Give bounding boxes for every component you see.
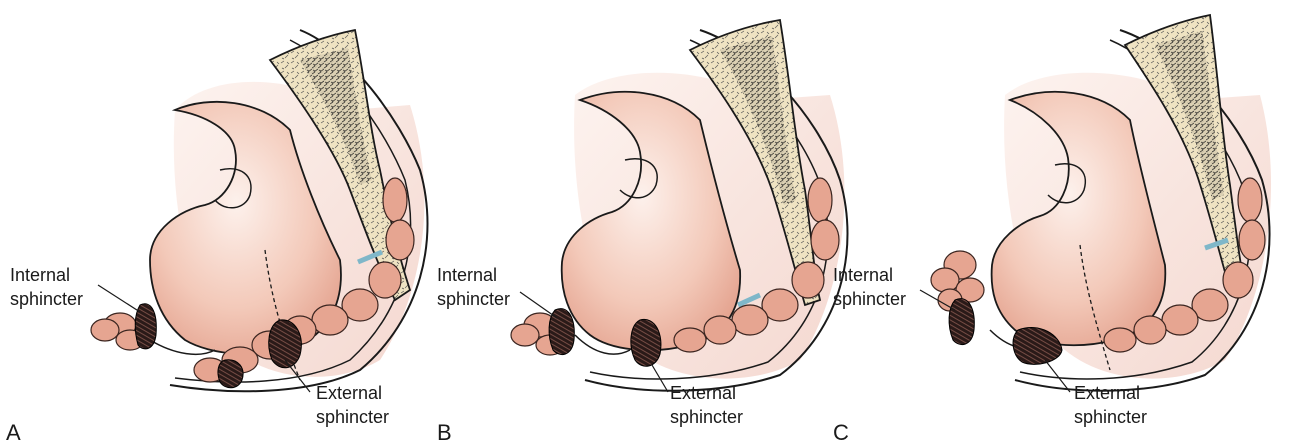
panel-letter-a: A bbox=[6, 420, 21, 444]
internal-sphincter-label-line1: Internal bbox=[833, 265, 893, 285]
internal-sphincter-muscle bbox=[134, 303, 157, 350]
pelvic-floor-muscles bbox=[930, 177, 1266, 353]
anal-canal bbox=[149, 339, 216, 356]
sacrum-dense-region bbox=[720, 36, 796, 205]
internal-sphincter-muscle bbox=[948, 298, 975, 346]
external-sphincter-muscle-2 bbox=[217, 359, 244, 389]
internal-sphincter-label-line1: Internal bbox=[437, 265, 497, 285]
external-sphincter-label-line1: External bbox=[316, 383, 382, 403]
panel-b: Internal sphincter External sphincter B bbox=[437, 18, 849, 444]
internal-sphincter-leader bbox=[919, 289, 956, 311]
rectal-fold bbox=[214, 168, 252, 209]
panel-a: Internal sphincter External sphincter A bbox=[6, 28, 429, 444]
internal-sphincter-leader bbox=[519, 291, 558, 319]
external-sphincter-muscle bbox=[630, 318, 662, 367]
rectum bbox=[560, 90, 741, 352]
internal-sphincter-label-line2: sphincter bbox=[833, 289, 906, 309]
external-sphincter-label-line1: External bbox=[670, 383, 736, 403]
sacrum-bone bbox=[1123, 13, 1247, 292]
internal-sphincter-label-line2: sphincter bbox=[437, 289, 510, 309]
internal-sphincter-label-line1: Internal bbox=[10, 265, 70, 285]
panel-letter-b: B bbox=[437, 420, 452, 444]
sacrum-dense-region bbox=[1155, 31, 1224, 200]
intervertebral-disc bbox=[357, 249, 383, 265]
intervertebral-disc bbox=[736, 292, 762, 308]
external-sphincter-leader bbox=[1044, 359, 1071, 393]
external-sphincter-label-line1: External bbox=[1074, 383, 1140, 403]
panel-c: Internal sphincter External sphincter C bbox=[833, 13, 1272, 444]
external-sphincter-label-line2: sphincter bbox=[316, 407, 389, 427]
intervertebral-disc bbox=[1204, 237, 1229, 251]
internal-sphincter-leader bbox=[97, 284, 141, 313]
sacrum-dense-region bbox=[300, 48, 372, 185]
external-sphincter-muscle bbox=[268, 319, 302, 369]
sacrum-bone bbox=[688, 18, 822, 307]
external-sphincter-leader bbox=[651, 364, 669, 393]
outer-body-line bbox=[169, 29, 429, 393]
rectal-dashed-line bbox=[1079, 244, 1111, 371]
panel-letter-c: C bbox=[833, 420, 849, 444]
pelvic-floor-muscles bbox=[510, 177, 840, 356]
external-sphincter-leader bbox=[284, 359, 311, 393]
external-sphincter-label-line2: sphincter bbox=[1074, 407, 1147, 427]
internal-sphincter-label-line2: sphincter bbox=[10, 289, 83, 309]
external-sphincter-muscle bbox=[1012, 327, 1063, 365]
anal-canal bbox=[574, 334, 631, 355]
rectal-fold bbox=[1047, 163, 1087, 204]
rectal-fold bbox=[619, 158, 658, 199]
rectum bbox=[149, 100, 342, 355]
internal-sphincter-muscle bbox=[548, 308, 575, 356]
external-sphincter-label-line2: sphincter bbox=[670, 407, 743, 427]
